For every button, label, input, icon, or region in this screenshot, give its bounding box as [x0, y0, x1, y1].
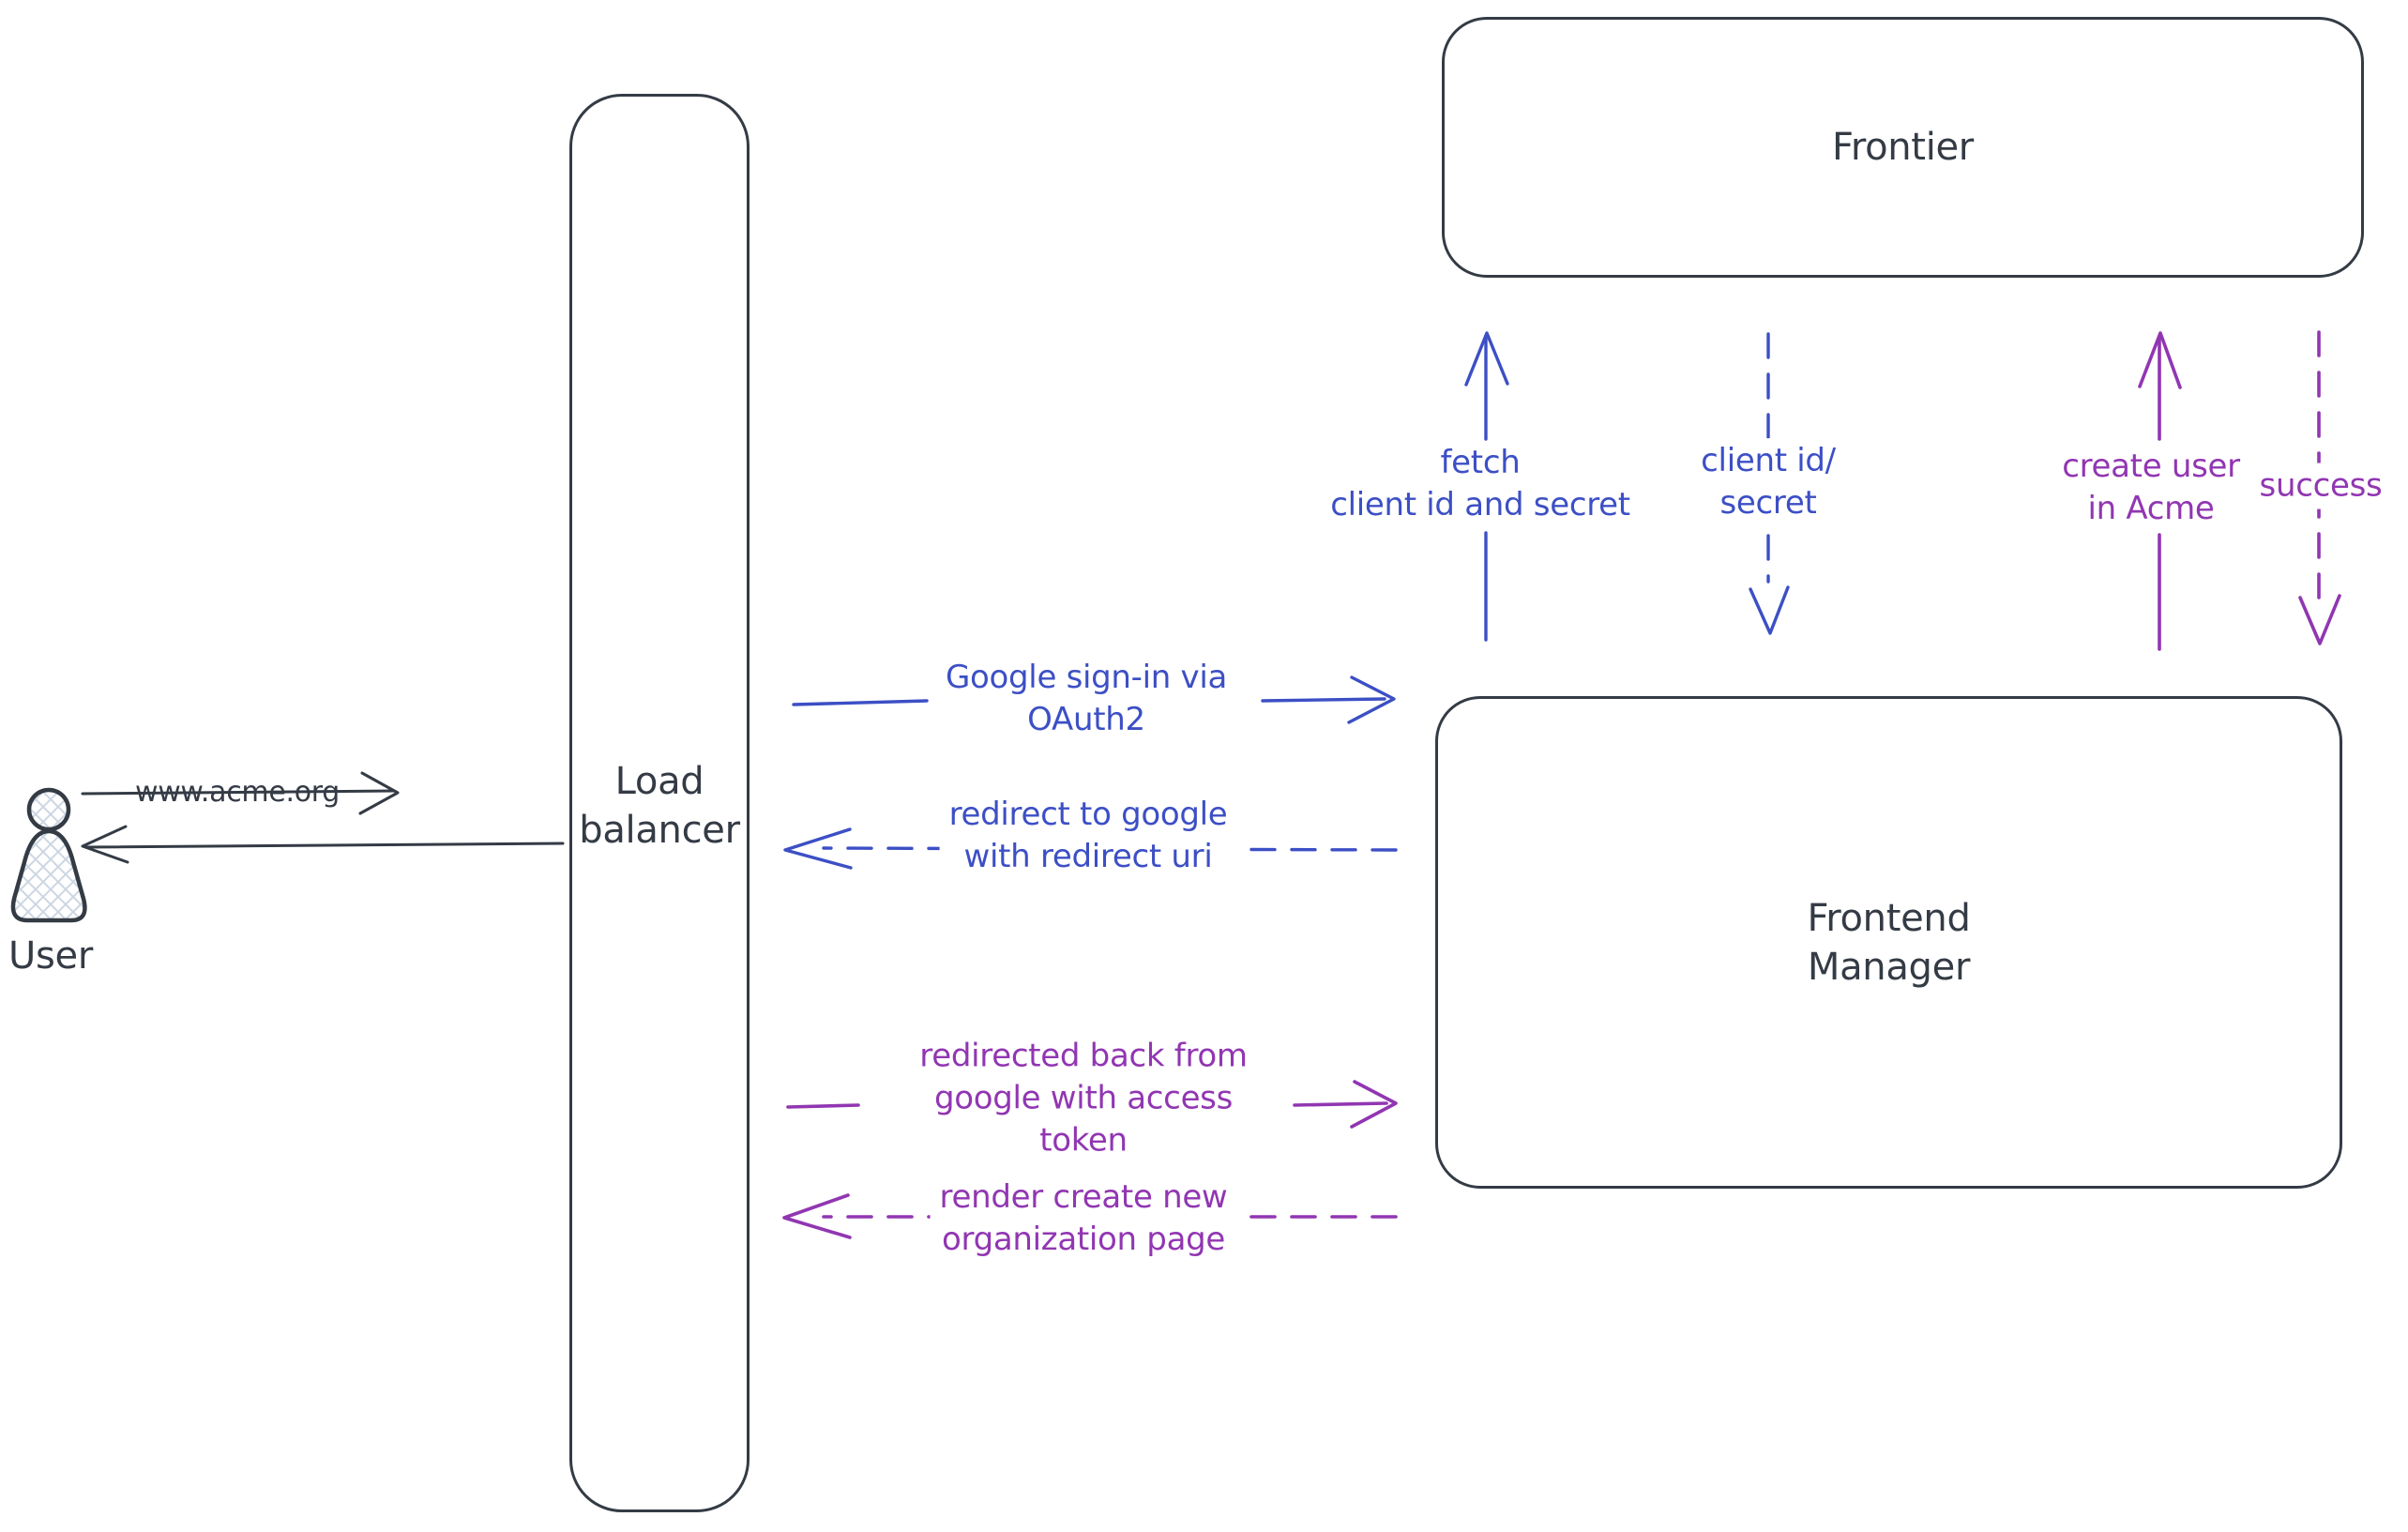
edge-label-fetch-secret: fetch client id and secret: [1330, 444, 1630, 523]
edge-label-redirected-back: redirected back from google with access …: [919, 1037, 1248, 1160]
arrow-google-signin: [792, 675, 1396, 724]
edge-label-create-user: create user in Acme: [2062, 447, 2240, 527]
arrow-www-acme: [81, 771, 400, 815]
load-balancer-label: Load balancer: [579, 760, 740, 852]
frontend-manager-label: Frontend Manager: [1807, 896, 1971, 989]
edge-label-redirect-google: redirect to google with redirect uri: [939, 792, 1237, 880]
arrow-create-user: [2138, 331, 2182, 651]
arrow-return-to-user: [81, 825, 565, 864]
user-icon[interactable]: [6, 784, 99, 927]
frontier-label: Frontier: [1832, 126, 1974, 169]
user-head: [26, 787, 71, 832]
edge-label-www-acme: www.acme.org: [134, 776, 341, 810]
arrow-fetch-secret: [1464, 331, 1509, 642]
frontend-manager-node[interactable]: Frontend Manager: [1435, 696, 2342, 1189]
user-body: [10, 828, 87, 923]
arrow-redirected-back: [786, 1080, 1398, 1129]
edge-label-success: success: [2249, 463, 2392, 509]
user-label: User: [8, 934, 93, 978]
frontier-node[interactable]: Frontier: [1442, 17, 2364, 278]
edge-label-render-page: render create new organization page: [930, 1175, 1237, 1263]
load-balancer-node[interactable]: Load balancer: [569, 94, 750, 1512]
edge-label-google-signin: Google sign-in via OAuth2: [945, 659, 1228, 738]
edge-label-client-id-secret: client id/ secret: [1691, 438, 1845, 526]
